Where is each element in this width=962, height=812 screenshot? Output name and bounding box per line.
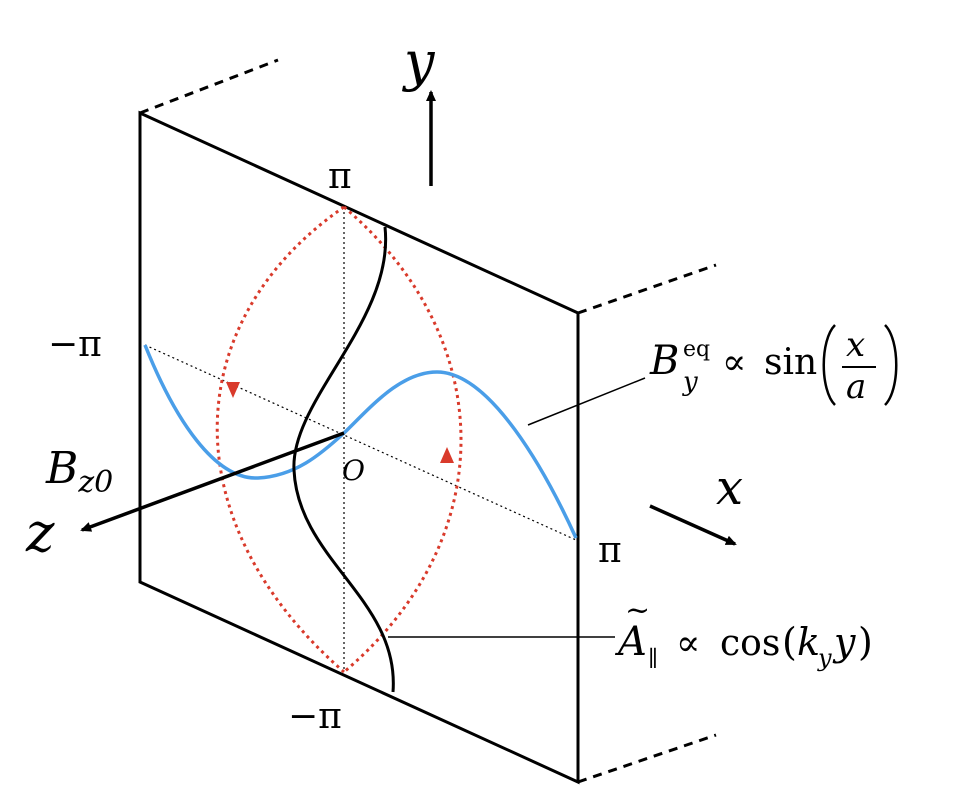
by-equation: B eq y ∝ sin x a	[649, 324, 898, 407]
red-dotted-lens-right	[343, 205, 463, 674]
y-top-label: π	[328, 156, 352, 197]
dashed-extension-bottom-right	[577, 733, 717, 784]
bz0-label: Bz0	[45, 443, 113, 500]
svg-text:): )	[858, 620, 873, 664]
dashed-extension-top-left	[139, 58, 279, 115]
dashed-extension-top-right	[577, 263, 717, 315]
origin-label: O	[342, 454, 365, 487]
svg-text:cos: cos	[720, 623, 780, 664]
plane-frame	[138, 110, 580, 785]
leader-line-by	[527, 377, 646, 426]
svg-text:A: A	[614, 619, 647, 665]
red-arrow-down-icon	[226, 382, 240, 398]
apar-equation: ~ A ∥ ∝ cos ( k y y )	[614, 593, 873, 672]
black-cosine-curve	[292, 226, 395, 693]
svg-text:B: B	[649, 338, 679, 384]
svg-text:a: a	[846, 367, 866, 407]
svg-text:k: k	[797, 620, 820, 664]
svg-text:∝: ∝	[676, 623, 700, 664]
svg-text:y: y	[832, 620, 856, 664]
red-dotted-lens-left	[215, 205, 345, 674]
dotted-x-line	[144, 344, 577, 541]
svg-text:eq: eq	[683, 337, 710, 362]
x-right-label: π	[598, 530, 622, 571]
blue-sine-curve	[143, 344, 578, 539]
x-axis-label: x	[716, 460, 743, 516]
red-arrow-up-icon	[440, 447, 454, 463]
y-bottom-label: −π	[288, 696, 342, 737]
z-axis-label: z	[25, 501, 55, 564]
svg-text:sin: sin	[764, 342, 817, 383]
svg-text:(: (	[782, 620, 797, 664]
x-left-label: −π	[48, 324, 102, 365]
svg-text:x: x	[846, 325, 865, 365]
svg-text:∝: ∝	[722, 342, 746, 383]
z-axis-arrow	[80, 431, 345, 532]
svg-text:y: y	[682, 367, 698, 397]
svg-text:∥: ∥	[648, 647, 658, 672]
svg-text:y: y	[817, 644, 832, 672]
y-axis-label: y	[402, 30, 436, 93]
svg-text:~: ~	[625, 593, 650, 628]
x-axis-arrow	[649, 504, 737, 546]
